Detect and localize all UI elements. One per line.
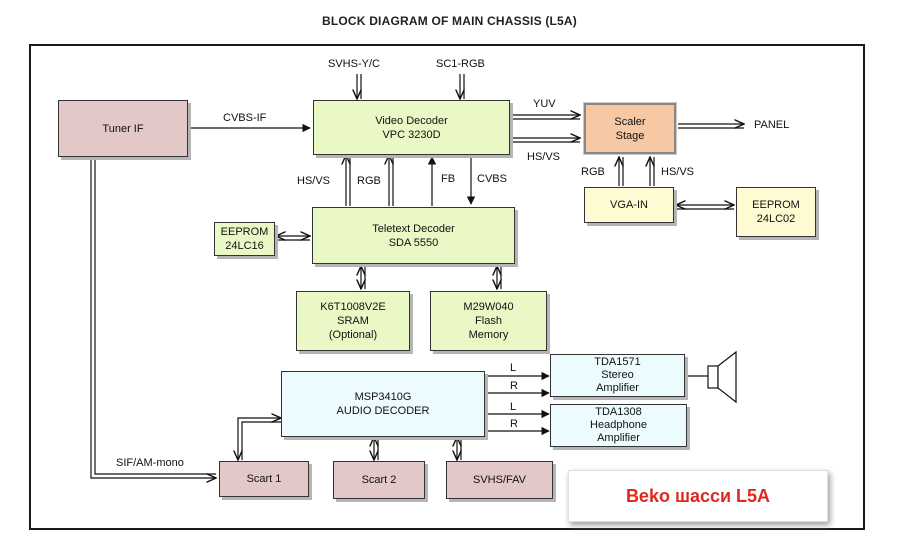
scart2-block: Scart 2 <box>333 461 425 499</box>
svhs-yc-arrow <box>357 74 361 99</box>
svhs-yc-label: SVHS-Y/C <box>328 58 380 70</box>
audio-decoder-part: MSP3410G <box>354 391 412 403</box>
hsvs-scaler-arrow <box>510 138 580 142</box>
eeprom-left-part: 24LC16 <box>225 240 264 252</box>
hsvs-scaler-label: HS/VS <box>527 151 561 163</box>
audio-scart1-link <box>238 418 281 460</box>
vga-in-label: VGA-IN <box>610 199 648 211</box>
vga-in-block: VGA-IN <box>584 187 674 223</box>
scaler-label: Scaler <box>614 115 646 128</box>
tt-hsvs-arrow <box>346 155 350 206</box>
video-decoder-part: VPC 3230D <box>382 128 441 141</box>
sram-part: K6T1008V2E <box>320 301 386 313</box>
svhs-fav-label: SVHS/FAV <box>473 474 526 486</box>
scart2-label: Scart 2 <box>361 474 397 486</box>
sc1-rgb-arrow <box>460 74 464 99</box>
l2-label: L <box>510 401 517 413</box>
cvbs-label: CVBS <box>477 173 507 185</box>
audio-svhs-link <box>457 437 461 460</box>
headphone-amp-label: Headphone <box>590 419 647 431</box>
vga-rgb-arrow <box>619 157 623 186</box>
eeprom-tt-link <box>276 236 310 240</box>
l1-label: L <box>510 362 517 374</box>
scart1-block: Scart 1 <box>219 461 309 497</box>
sif-am-mono-path <box>90 157 216 478</box>
teletext-decoder-block: Teletext Decoder SDA 5550 <box>312 207 515 264</box>
sram-label: SRAM <box>337 315 369 327</box>
audio-decoder-label: AUDIO DECODER <box>336 405 430 417</box>
vga-hsvs-arrow <box>650 157 654 186</box>
r1-label: R <box>510 380 518 392</box>
rgb-tt-label: RGB <box>357 175 381 187</box>
tt-flash-link <box>497 266 501 289</box>
diagram-title: BLOCK DIAGRAM OF MAIN CHASSIS (L5A) <box>322 14 577 28</box>
sif-am-mono-label: SIF/AM-mono <box>116 457 184 469</box>
r2-label: R <box>510 418 518 430</box>
stereo-amp-part: TDA1571 <box>594 356 641 368</box>
sram-optional: (Optional) <box>328 329 378 341</box>
vga-eeprom-link <box>676 205 734 209</box>
yuv-label: YUV <box>533 98 556 110</box>
cvbs-if-label: CVBS-IF <box>223 112 267 124</box>
video-decoder-label: Video Decoder <box>375 114 448 127</box>
stereo-amp-amplifier: Amplifier <box>596 382 639 394</box>
scaler-block: Scaler Stage <box>584 103 676 154</box>
flash-label: Flash <box>475 315 502 327</box>
svhs-fav-block: SVHS/FAV <box>446 461 553 499</box>
eeprom-right-label: EEPROM <box>752 199 800 211</box>
tt-rgb-arrow <box>389 155 393 206</box>
rgb-vga-label: RGB <box>581 166 605 178</box>
flash-part: M29W040 <box>463 301 514 313</box>
tt-sram-link <box>361 266 365 289</box>
tuner-if-block: Tuner IF <box>58 100 188 157</box>
teletext-decoder-part: SDA 5550 <box>388 236 439 249</box>
stereo-amp-block: TDA1571 Stereo Amplifier <box>550 354 685 397</box>
eeprom-left-label: EEPROM <box>220 226 269 238</box>
eeprom-left-block: EEPROM 24LC16 <box>214 222 275 256</box>
video-decoder-block: Video Decoder VPC 3230D <box>313 100 510 155</box>
scaler-stage-label: Stage <box>615 129 645 142</box>
yuv-arrow <box>510 115 580 119</box>
flash-block: M29W040 Flash Memory <box>430 291 547 351</box>
speaker-icon <box>707 350 737 404</box>
diagram-frame <box>29 44 865 530</box>
headphone-amp-part: TDA1308 <box>595 406 642 418</box>
hsvs-vga-label: HS/VS <box>661 166 695 178</box>
audio-decoder-block: MSP3410G AUDIO DECODER <box>281 371 485 437</box>
teletext-decoder-label: Teletext Decoder <box>372 222 455 235</box>
flash-memory: Memory <box>468 329 509 341</box>
sc1-rgb-label: SC1-RGB <box>436 58 485 70</box>
eeprom-right-part: 24LC02 <box>756 213 796 225</box>
fb-label: FB <box>441 173 456 185</box>
panel-label: PANEL <box>754 119 790 131</box>
stereo-amp-label: Stereo <box>601 369 634 381</box>
headphone-amp-amplifier: Amplifier <box>597 432 640 444</box>
hsvs-tt-label: HS/VS <box>297 175 331 187</box>
brand-caption: Beko шасси L5A <box>568 470 828 522</box>
headphone-amp-block: TDA1308 Headphone Amplifier <box>550 404 687 447</box>
sram-block: K6T1008V2E SRAM (Optional) <box>296 291 410 351</box>
eeprom-right-block: EEPROM 24LC02 <box>736 187 816 237</box>
audio-scart2-link <box>374 437 378 460</box>
tuner-if-label: Tuner IF <box>102 122 144 135</box>
scart1-label: Scart 1 <box>246 473 282 485</box>
panel-arrow <box>678 124 744 128</box>
